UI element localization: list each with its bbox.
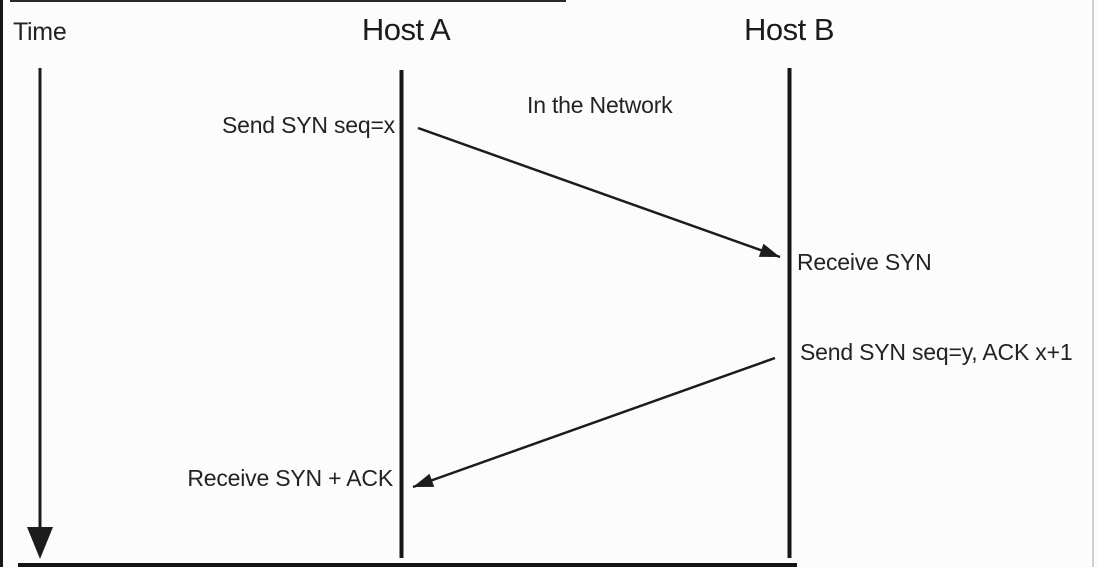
frame-border-left [0,0,3,567]
event-send-syn-label: Send SYN seq=x [221,112,395,138]
frame-border-right [1092,0,1094,567]
syn-ack-message-arrow [412,356,776,489]
event-receive-syn-label: Receive SYN [797,249,932,275]
event-receive-syn-ack-label: Receive SYN + ACK [187,465,393,491]
network-label: In the Network [527,92,673,118]
frame-border-top [10,0,566,2]
time-axis-label: Time [13,18,67,46]
event-send-syn-ack-label: Send SYN seq=y, ACK x+1 [800,339,1073,365]
host-b-title: Host B [743,12,835,47]
frame-border-bottom [18,563,797,567]
host-a-title: Host A [361,12,451,47]
syn-message-arrow [417,126,781,259]
time-axis-arrowhead-icon [27,527,53,559]
